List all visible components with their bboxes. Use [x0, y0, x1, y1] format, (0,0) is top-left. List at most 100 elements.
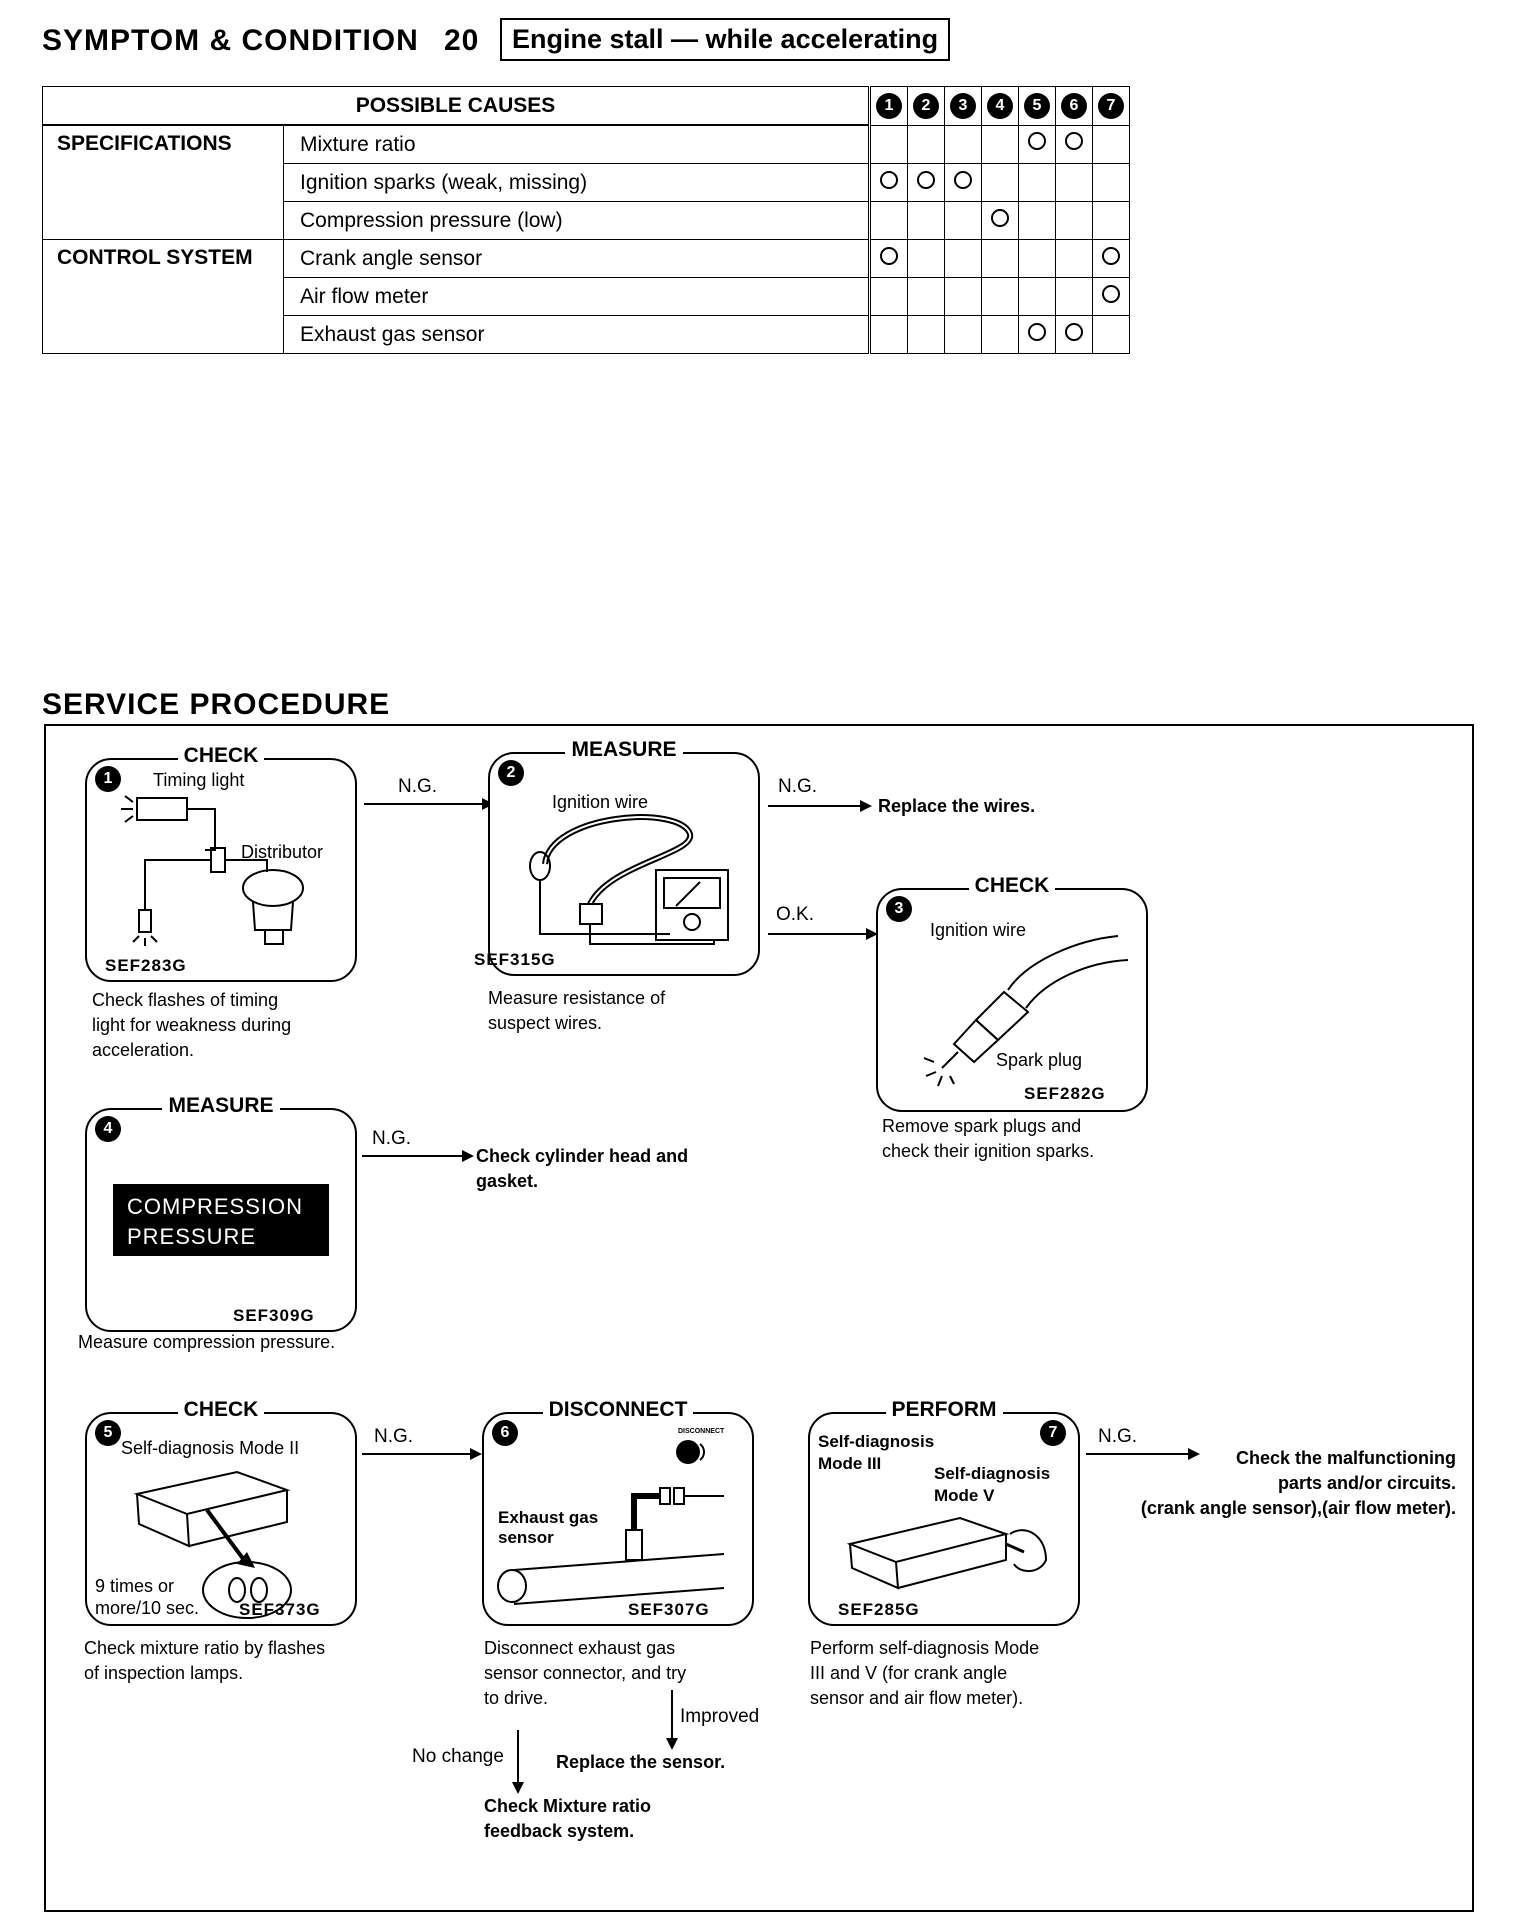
possible-causes-table: POSSIBLE CAUSES 1 2 3 4 5 6 7 SPECIFICAT… — [42, 86, 1130, 354]
cause-mark-cell — [944, 124, 982, 164]
cause-mark-cell — [981, 201, 1019, 240]
cause-mark-cell — [944, 315, 982, 354]
step-2-panel: MEASURE 2 Ignition wire SEF315G — [474, 738, 760, 976]
cause-col-6: 6 — [1055, 86, 1093, 126]
cause-mark-cell — [1055, 163, 1093, 202]
step-1-label-timing-light: Timing light — [153, 770, 245, 790]
step-7-badge: 7 — [1040, 1420, 1066, 1446]
cause-mark-circle — [991, 208, 1009, 227]
step-2-ref: SEF315G — [474, 950, 556, 969]
cause-mark-cell — [1055, 201, 1093, 240]
cause-mark-circle — [1028, 132, 1046, 151]
step-5-badge: 5 — [95, 1420, 121, 1446]
cause-mark-cell — [944, 163, 982, 202]
exhaust-sensor-illustration — [497, 1440, 725, 1605]
service-procedure-heading: SERVICE PROCEDURE — [42, 688, 391, 721]
symptom-section-label: SYMPTOM & CONDITION — [42, 24, 419, 57]
step-4-panel: MEASURE 4 COMPRESSION PRESSURE SEF309G — [85, 1094, 357, 1332]
symptom-title: Engine stall — while accelerating — [500, 18, 951, 61]
cause-mark-cell — [1092, 201, 1130, 240]
cause-mark-circle — [917, 170, 935, 189]
step-7-label-sd-2: Self-diagnosis — [934, 1464, 1051, 1483]
cause-mark-cell — [907, 239, 945, 278]
step-1-action: CHECK — [177, 744, 265, 767]
no-change-label: No change — [412, 1746, 504, 1767]
ecu-mode-ii-illustration — [133, 1470, 292, 1619]
step-5-ref: SEF373G — [239, 1600, 321, 1619]
cause-label: Air flow meter — [283, 277, 871, 316]
step-6-label-exhaust-gas: Exhaust gas — [498, 1508, 599, 1527]
cause-mark-cell — [869, 124, 908, 164]
check-cylinder-head-text: Check cylinder head and gasket. — [476, 1146, 689, 1191]
compression-pressure-box: COMPRESSION PRESSURE — [113, 1184, 329, 1256]
step-7-panel: PERFORM 7 Self-diagnosis Mode III Self-d… — [808, 1398, 1080, 1626]
cause-row: Exhaust gas sensor — [43, 315, 1130, 354]
cause-mark-cell — [1055, 124, 1093, 164]
step-1-description: Check flashes of timing light for weakne… — [92, 990, 292, 1060]
improved-label: Improved — [680, 1706, 760, 1727]
cause-col-1: 1 — [869, 86, 908, 126]
cause-mark-cell — [1092, 315, 1130, 354]
step-4-ref: SEF309G — [233, 1306, 315, 1325]
step-6-badge: 6 — [492, 1420, 518, 1446]
cause-mark-cell — [1018, 201, 1056, 240]
step-7-label-mode-iii: Mode III — [818, 1454, 882, 1473]
arrow-6-no-change — [512, 1730, 524, 1794]
cause-mark-cell — [1092, 239, 1130, 278]
cause-group-label: SPECIFICATIONS — [42, 124, 284, 240]
step-3-description: Remove spark plugs and check their ignit… — [882, 1116, 1095, 1161]
step-3-label-spark-plug: Spark plug — [996, 1050, 1083, 1070]
cause-mark-cell — [944, 239, 982, 278]
cause-mark-cell — [869, 315, 908, 354]
cause-mark-cell — [1018, 239, 1056, 278]
cause-label: Ignition sparks (weak, missing) — [283, 163, 871, 202]
cause-mark-cell — [981, 277, 1019, 316]
cause-mark-cell — [1055, 239, 1093, 278]
ignition-wire-meter-illustration — [529, 814, 729, 945]
step-4-badge: 4 — [95, 1116, 121, 1142]
step-1-ref: SEF283G — [105, 956, 187, 975]
cause-mark-cell — [907, 315, 945, 354]
step-4-description: Measure compression pressure. — [78, 1332, 336, 1352]
cause-mark-circle — [1065, 132, 1083, 151]
flow-1-ng-label: N.G. — [398, 776, 438, 797]
step-6-label-sensor: sensor — [498, 1528, 554, 1547]
cause-mark-cell — [907, 201, 945, 240]
cause-row: Air flow meter — [43, 277, 1130, 316]
cause-label: Mixture ratio — [283, 124, 871, 164]
step-5-description: Check mixture ratio by flashes of inspec… — [84, 1638, 326, 1683]
step-6-ref: SEF307G — [628, 1600, 710, 1619]
step-5-label-per-sec: more/10 sec. — [95, 1598, 200, 1618]
cause-mark-cell — [907, 277, 945, 316]
cause-mark-cell — [907, 163, 945, 202]
cause-mark-cell — [1018, 163, 1056, 202]
step-2-badge: 2 — [498, 760, 524, 786]
cause-mark-circle — [1102, 284, 1120, 303]
arrow-2-to-3 — [768, 928, 878, 940]
step-7-label-sd-1: Self-diagnosis — [818, 1432, 935, 1451]
cause-mark-cell — [869, 277, 908, 316]
step-5-label-mode: Self-diagnosis Mode II — [121, 1438, 300, 1458]
step-2-action: MEASURE — [565, 738, 683, 761]
step-5-label-times: 9 times or — [95, 1576, 175, 1596]
step-3-badge: 3 — [886, 896, 912, 922]
flow-4-ng-label: N.G. — [372, 1128, 412, 1149]
cause-mark-circle — [1065, 322, 1083, 341]
step-3-label-ignition-wire: Ignition wire — [930, 920, 1027, 940]
cause-label: Compression pressure (low) — [283, 201, 871, 240]
step-7-action: PERFORM — [885, 1398, 1003, 1421]
cause-col-2: 2 — [907, 86, 945, 126]
cause-group-label: CONTROL SYSTEM — [42, 239, 284, 354]
cause-label: Crank angle sensor — [283, 239, 871, 278]
spark-plug-illustration — [923, 935, 1129, 1087]
cause-mark-circle — [954, 170, 972, 189]
cause-mark-cell — [1055, 277, 1093, 316]
step-6-action: DISCONNECT — [542, 1398, 694, 1421]
step-6-description: Disconnect exhaust gas sensor connector,… — [484, 1638, 687, 1708]
flow-2-ng-label: N.G. — [778, 776, 818, 797]
step-2-description: Measure resistance of suspect wires. — [488, 988, 666, 1033]
arrow-4-to-check-head — [362, 1150, 474, 1162]
cause-mark-cell — [1055, 315, 1093, 354]
step-5-action: CHECK — [177, 1398, 265, 1421]
